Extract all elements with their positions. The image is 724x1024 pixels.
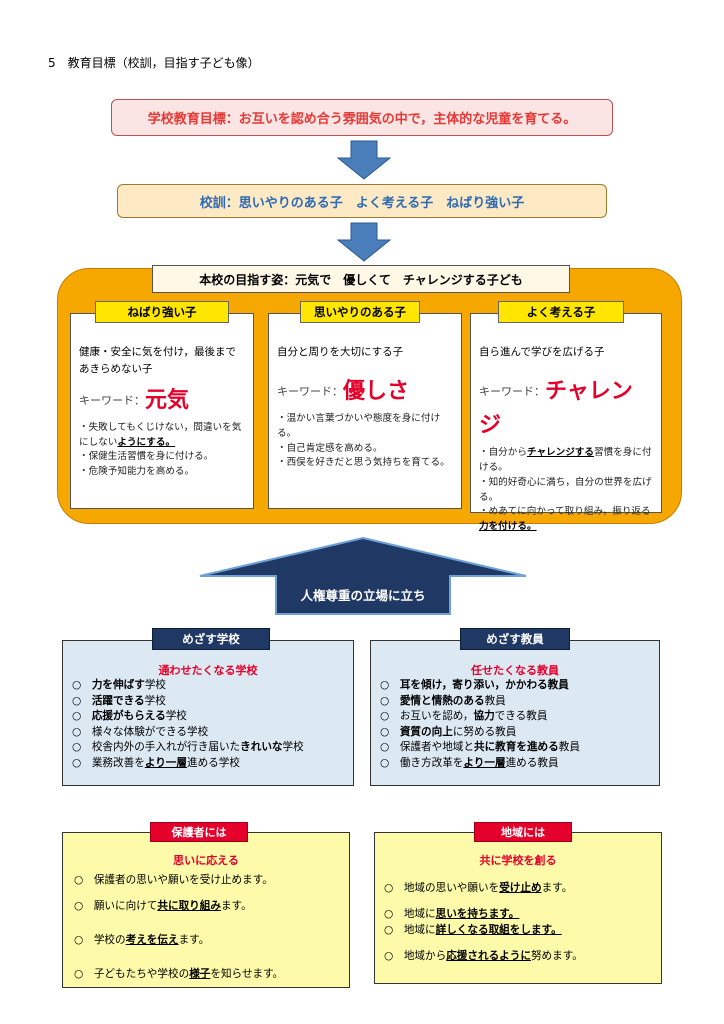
bullet: ・温かい言葉づかいや態度を身に付ける。	[277, 412, 441, 439]
keyword: チャレンジ	[479, 378, 633, 438]
list-item: ○ 保護者の思いや願いを受け止めます。	[74, 874, 273, 886]
column-lead: 自ら進んで学びを広げる子	[479, 346, 605, 358]
teacher-tag: めざす教員	[460, 628, 570, 650]
column-kindness: 自分と周りを大切にする子 キーワード：優しさ ・温かい言葉づかいや態度を身に付け…	[268, 313, 462, 509]
column-perseverance: 健康・安全に気を付け，最後まであきらめない子 キーワード：元気 ・失敗してもくじ…	[70, 313, 254, 509]
bullet: ・危険予知能力を高める。	[79, 466, 195, 478]
list-item: ○ 地域に詳しくなる取組をします。	[384, 924, 562, 936]
list-item: ○ 校舎内外の手入れが行き届いたきれいな学校	[72, 741, 304, 753]
school-goal-box: 学校教育目標：お互いを認め合う雰囲気の中で，主体的な児童を育てる。	[111, 99, 613, 136]
list-item: ○ 働き方改革をより一層進める教員	[380, 756, 559, 769]
bullet: ・自己肯定感を高める。	[277, 442, 383, 454]
list-item: ○ 活躍できる学校	[72, 694, 166, 707]
list-item: ○ 地域の思いや願いを受け止めます。	[384, 882, 573, 894]
list-item: ○ 様々な体験ができる学校	[72, 725, 209, 738]
bullet: ・知的好奇心に満ち，自分の世界を広げる。	[479, 476, 652, 503]
bullet: ・保健生活習慣を身に付ける。	[79, 451, 214, 463]
keyword-line: キーワード：チャレンジ	[479, 378, 633, 438]
list-item: ○ 耳を傾け，寄り添い，かかわる教員	[380, 679, 569, 691]
teacher-list: ○ 耳を傾け，寄り添い，かかわる教員 ○ 愛情と情熱のある教員 ○ お互いを認め…	[380, 678, 580, 771]
community-panel	[374, 832, 662, 984]
teacher-panel	[370, 640, 660, 786]
list-item: ○ 地域に思いを持ちます。	[384, 908, 520, 920]
list-item: ○ 力を伸ばす学校	[72, 679, 166, 691]
column-lead: 健康・安全に気を付け，最後まであきらめない子	[79, 346, 236, 375]
keyword-line: キーワード：優しさ	[277, 378, 410, 404]
list-item: ○ 業務改善をより一層進める学校	[72, 756, 240, 769]
arrow-up-icon	[199, 536, 527, 615]
list-item: ○ 子どもたちや学校の様子を知らせます。	[74, 968, 284, 980]
column-tag: 思いやりのある子	[300, 301, 420, 323]
human-rights-label: 人権尊重の立場に立ち	[300, 587, 426, 603]
parents-tag: 保護者には	[150, 822, 248, 842]
keyword: 元気	[145, 387, 190, 413]
parents-panel	[62, 832, 350, 988]
arrow-down-icon	[337, 222, 391, 262]
list-item: ○ お互いを認め，協力できる教員	[380, 710, 548, 722]
bullet: ・失敗してもくじけない，間違いを気にしないようにする。	[79, 421, 242, 448]
parents-subtitle: 思いに応える	[173, 854, 239, 867]
column-lead: 自分と周りを大切にする子	[277, 346, 404, 358]
keyword: 優しさ	[343, 378, 410, 404]
school-motto-box: 校訓：思いやりのある子 よく考える子 ねばり強い子	[117, 184, 607, 218]
school-tag: めざす学校	[152, 628, 270, 650]
arrow-down-icon	[337, 140, 391, 180]
aim-title: 本校の目指す姿：元気で 優しくて チャレンジする子ども	[152, 265, 570, 293]
list-item: ○ 愛情と情熱のある教員	[380, 694, 506, 707]
community-subtitle: 共に学校を創る	[479, 854, 557, 867]
bullet: ・めあてに向かって取り組み，振り返る力を付ける。	[479, 506, 651, 533]
school-panel	[62, 640, 354, 786]
keyword-line: キーワード：元気	[79, 387, 190, 413]
list-item: ○ 願いに向けて共に取り組みます。	[74, 900, 252, 912]
school-subtitle: 通わせたくなる学校	[158, 664, 258, 677]
list-item: ○ 資質の向上に努める教員	[380, 725, 517, 738]
school-list: ○ 力を伸ばす学校 ○ 活躍できる学校 ○ 応援がもらえる学校 ○ 様々な体験が…	[72, 678, 304, 771]
list-item: ○ 応援がもらえる学校	[72, 710, 187, 722]
column-tag: よく考える子	[498, 301, 624, 323]
bullet: ・西俣を好きだと思う気持ちを育てる。	[277, 457, 450, 469]
list-item: ○ 地域から応援されるように努めます。	[384, 950, 583, 962]
teacher-subtitle: 任せたくなる教員	[471, 664, 559, 677]
list-item: ○ 学校の考えを伝えます。	[74, 934, 210, 946]
section-heading: 5 教育目標（校訓，目指す子ども像）	[48, 56, 260, 70]
bullet: ・自分からチャレンジする習慣を身に付ける。	[479, 446, 652, 473]
column-tag: ねばり強い子	[95, 301, 229, 323]
column-thinking: 自ら進んで学びを広げる子 キーワード：チャレンジ ・自分からチャレンジする習慣を…	[470, 313, 662, 532]
community-tag: 地域には	[474, 822, 572, 842]
list-item: ○ 保護者や地域と共に教育を進める教員	[380, 741, 580, 753]
